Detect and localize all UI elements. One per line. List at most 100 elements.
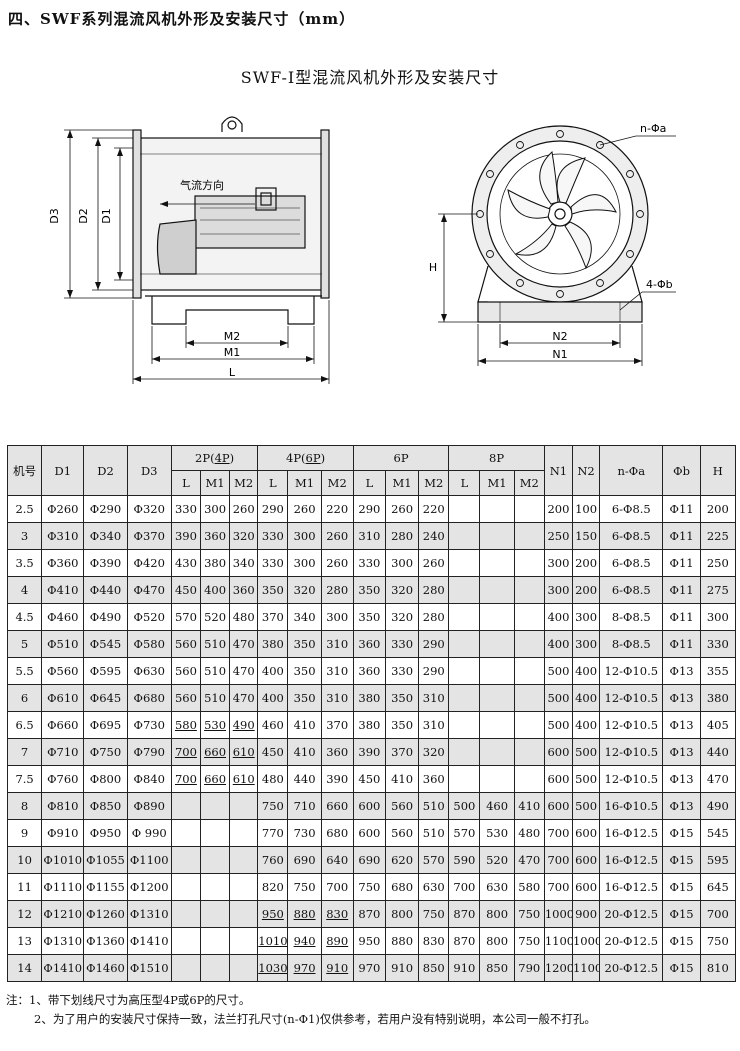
table-cell: 330: [257, 522, 289, 550]
table-cell: 8: [6, 792, 43, 820]
table-cell: Φ1310: [126, 900, 172, 928]
table-cell: [199, 792, 231, 820]
table-cell: 360: [229, 576, 259, 604]
table-cell: [448, 711, 481, 739]
table-cell: Φ11: [662, 630, 701, 658]
table-cell: 330: [384, 630, 420, 658]
table-cell: 450: [257, 738, 289, 766]
table-cell: Φ390: [83, 549, 128, 577]
table-cell: 870: [448, 927, 481, 955]
table-cell: 300: [571, 630, 601, 658]
table-cell: 750: [513, 927, 545, 955]
table-cell: [170, 792, 201, 820]
table-cell: 610: [229, 765, 259, 793]
table-cell: 260: [320, 522, 354, 550]
table-cell: [199, 873, 231, 901]
table-cell: 430: [170, 549, 201, 577]
table-cell: 260: [384, 495, 420, 523]
table-cell: Φ510: [41, 630, 85, 658]
table-cell: 12-Φ10.5: [599, 657, 664, 685]
table-cell: 7: [6, 738, 43, 766]
table-cell: [170, 873, 201, 901]
table-cell: Φ15: [662, 819, 701, 847]
table-cell: 380: [257, 630, 289, 658]
table-cell: 690: [287, 846, 322, 874]
table-cell: 300: [571, 603, 601, 631]
dim-h-label: H: [429, 261, 437, 274]
table-cell: Φ730: [126, 711, 172, 739]
table-cell: 490: [699, 792, 737, 820]
table-cell: 20-Φ12.5: [599, 927, 664, 955]
table-cell: 370: [384, 738, 420, 766]
table-cell: 330: [257, 549, 289, 577]
dim-l-label: L: [229, 366, 236, 379]
note-1: 注：1、带下划线尺寸为高压型4P或6P的尺寸。: [6, 993, 251, 1007]
table-cell: [448, 495, 481, 523]
table-cell: 500: [571, 738, 601, 766]
dimension-table: 机号 D1 D2 D3 2P(4P) 4P(6P) 6P 8P N1 N2 n-…: [6, 445, 737, 982]
table-cell: 750: [257, 792, 289, 820]
table-cell: 275: [699, 576, 737, 604]
table-cell: 470: [513, 846, 545, 874]
table-cell: Φ440: [83, 576, 128, 604]
table-cell: Φ360: [41, 549, 85, 577]
table-cell: 600: [571, 873, 601, 901]
table-cell: [479, 495, 515, 523]
table-cell: 310: [418, 711, 450, 739]
table-cell: 450: [352, 765, 386, 793]
table-cell: 350: [384, 711, 420, 739]
table-cell: 570: [418, 846, 450, 874]
table-cell: 950: [352, 927, 386, 955]
table-cell: 700: [320, 873, 354, 901]
base-holes-label: 4-Φb: [646, 278, 673, 291]
table-cell: 20-Φ12.5: [599, 900, 664, 928]
table-cell: 10: [6, 846, 43, 874]
table-cell: 350: [384, 684, 420, 712]
table-cell: 290: [352, 495, 386, 523]
table-cell: 630: [479, 873, 515, 901]
table-cell: Φ290: [83, 495, 128, 523]
table-cell: 510: [418, 819, 450, 847]
table-cell: [229, 927, 259, 955]
fan-outline-drawing: 气流方向 D3 D2 D1 M2 M1 L: [48, 116, 676, 384]
table-cell: 6-Φ8.5: [599, 576, 664, 604]
table-cell: Φ13: [662, 711, 701, 739]
table-cell: 600: [543, 738, 573, 766]
table-cell: 470: [229, 684, 259, 712]
table-cell: 600: [543, 765, 573, 793]
table-cell: Φ580: [126, 630, 172, 658]
table-cell: 690: [352, 846, 386, 874]
table-cell: 700: [543, 873, 573, 901]
table-cell: 590: [448, 846, 481, 874]
table-cell: Φ840: [126, 765, 172, 793]
table-cell: Φ660: [41, 711, 85, 739]
table-cell: Φ1200: [126, 873, 172, 901]
table-cell: 700: [170, 738, 201, 766]
table-cell: 830: [320, 900, 354, 928]
front-view: [438, 125, 676, 366]
table-cell: 595: [699, 846, 737, 874]
table-cell: 580: [513, 873, 545, 901]
table-cell: 880: [287, 900, 322, 928]
table-cell: Φ1510: [126, 954, 172, 982]
col-sub-m2: M2: [513, 470, 545, 496]
table-cell: [448, 576, 481, 604]
table-cell: 880: [384, 927, 420, 955]
table-cell: 400: [199, 576, 231, 604]
col-n1: N1: [543, 445, 573, 496]
table-cell: 440: [699, 738, 737, 766]
table-cell: Φ15: [662, 873, 701, 901]
table-cell: 16-Φ12.5: [599, 846, 664, 874]
dim-m1-label: M1: [224, 346, 241, 359]
table-cell: 6-Φ8.5: [599, 495, 664, 523]
table-cell: 700: [170, 765, 201, 793]
table-cell: [479, 738, 515, 766]
table-cell: Φ695: [83, 711, 128, 739]
table-cell: 225: [699, 522, 737, 550]
